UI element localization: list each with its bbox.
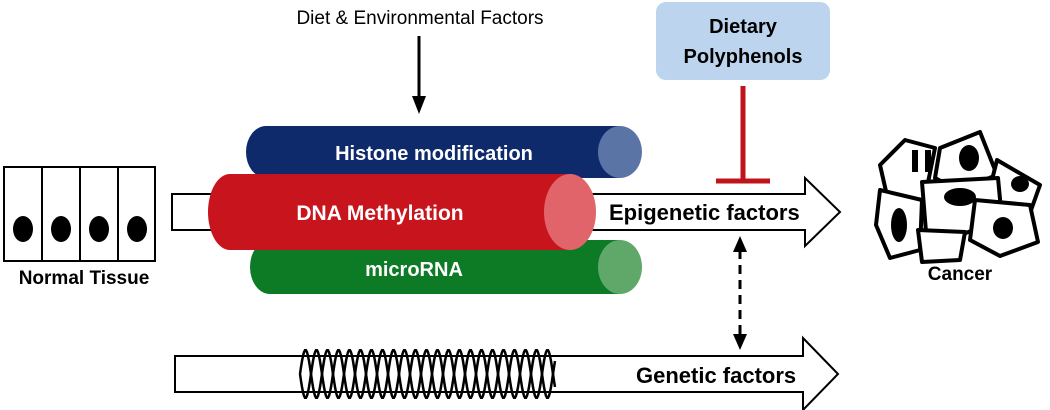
normal-tissue-cells xyxy=(3,166,156,262)
diet-down-arrow xyxy=(412,36,426,114)
cell-nucleus xyxy=(13,216,33,242)
normal-tissue-label: Normal Tissue xyxy=(19,268,150,289)
cancer-nucleus xyxy=(993,217,1013,239)
helix-strand xyxy=(298,348,557,400)
cell-nucleus xyxy=(51,216,71,242)
genetic-factors-label: Genetic factors xyxy=(636,363,796,388)
diet-environmental-label: Diet & Environmental Factors xyxy=(296,8,543,29)
cancer-label: Cancer xyxy=(928,264,993,285)
epigenetic-factors-label: Epigenetic factors xyxy=(609,200,800,225)
cancer-nucleus xyxy=(891,208,907,242)
cell-nucleus xyxy=(127,216,147,242)
dna-methylation-label: DNA Methylation xyxy=(296,202,463,225)
helix-strand xyxy=(298,348,557,400)
dna-double-helix xyxy=(298,348,557,400)
cell-nucleus xyxy=(89,216,109,242)
dietary-polyphenols-box xyxy=(656,2,830,80)
cancer-cells xyxy=(874,130,1042,264)
cancer-nucleus xyxy=(925,150,931,172)
interaction-dashed-arrow xyxy=(733,236,747,350)
inhibition-symbol xyxy=(716,86,770,184)
dna-methylation-cylinder xyxy=(208,174,596,250)
histone-cylinder-cap xyxy=(598,126,642,178)
dietary-label: Dietary xyxy=(709,16,778,38)
histone-modification-label: Histone modification xyxy=(335,143,533,165)
histone-modification-cylinder xyxy=(246,126,642,178)
microrna-label: microRNA xyxy=(365,259,463,281)
microrna-cylinder-cap xyxy=(598,240,642,294)
cancer-nucleus xyxy=(944,188,976,206)
cancer-nucleus xyxy=(1011,176,1029,192)
cancer-nucleus xyxy=(959,145,979,171)
polyphenols-label: Polyphenols xyxy=(684,46,803,68)
dna-cylinder-cap xyxy=(544,174,596,250)
cancer-nucleus xyxy=(912,150,918,172)
